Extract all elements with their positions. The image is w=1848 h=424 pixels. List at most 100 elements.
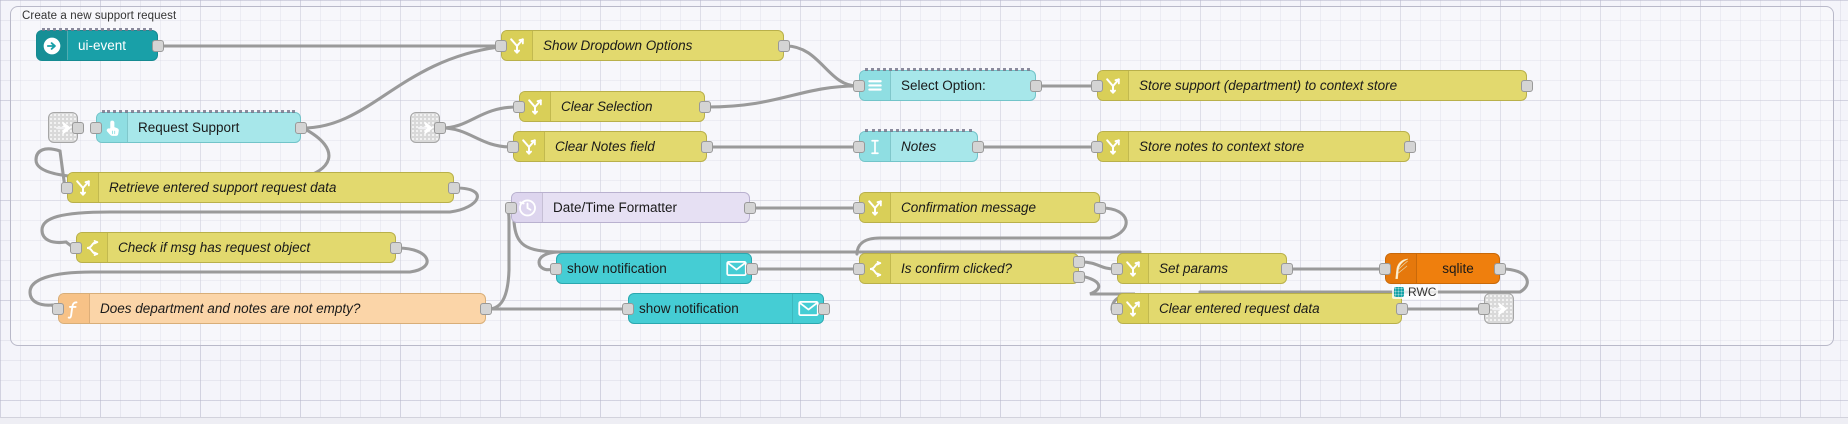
node-retrieve-request[interactable]: Retrieve entered support request data (61, 172, 460, 203)
node-select-option[interactable]: Select Option: (853, 68, 1042, 101)
node-output-port[interactable] (699, 101, 711, 113)
node-input-port[interactable] (70, 242, 82, 254)
node-label-ui-event: ui-event (78, 38, 127, 53)
node-output-port[interactable] (1030, 80, 1042, 92)
node-input-port[interactable] (550, 263, 562, 275)
node-input-port[interactable] (853, 202, 865, 214)
node-show-dropdown[interactable]: Show Dropdown Options (495, 30, 790, 61)
node-output-port[interactable] (1073, 271, 1085, 283)
node-input-port[interactable] (513, 101, 525, 113)
node-output-port[interactable] (295, 122, 307, 134)
node-store-support[interactable]: Store support (department) to context st… (1091, 70, 1533, 101)
node-ui-event[interactable]: ui-event (36, 28, 164, 61)
node-link-in-1[interactable] (48, 112, 84, 143)
node-is-confirm-clicked[interactable]: Is confirm clicked? (853, 253, 1085, 284)
node-input-port[interactable] (505, 202, 517, 214)
node-label-is-confirm-clicked: Is confirm clicked? (901, 261, 1013, 276)
node-input-port[interactable] (1478, 303, 1490, 315)
node-check-msg-request[interactable]: Check if msg has request object (70, 232, 402, 263)
node-show-notification-1[interactable]: show notification (550, 253, 758, 284)
node-output-port[interactable] (390, 242, 402, 254)
node-output-port[interactable] (818, 303, 830, 315)
change-icon (860, 193, 891, 222)
node-label-notes: Notes (901, 139, 937, 154)
node-input-port[interactable] (52, 303, 64, 315)
switch-icon (77, 233, 108, 262)
node-output-port[interactable] (1494, 263, 1506, 275)
node-set-params[interactable]: Set params (1111, 253, 1293, 284)
change-icon (514, 132, 545, 161)
editor-bottom-divider (0, 417, 1848, 424)
node-dept-notes-not-empty[interactable]: Does department and notes are not empty? (52, 293, 492, 324)
node-input-port[interactable] (853, 263, 865, 275)
arrow-right-circle-icon (37, 31, 68, 60)
node-output-port[interactable] (1281, 263, 1293, 275)
node-output-port[interactable] (1396, 303, 1408, 315)
node-label-show-notification-2: show notification (639, 301, 739, 316)
node-status-text: RWC (1408, 285, 1437, 299)
node-input-port[interactable] (853, 141, 865, 153)
button-tap-icon (97, 113, 128, 142)
node-output-port[interactable] (1404, 141, 1416, 153)
node-output-port[interactable] (448, 182, 460, 194)
node-output-port[interactable] (152, 40, 164, 52)
change-icon (1118, 294, 1149, 323)
node-output-port[interactable] (72, 122, 84, 134)
change-icon (520, 92, 551, 121)
node-link-in-2[interactable] (410, 112, 446, 143)
node-output-port[interactable] (1094, 202, 1106, 214)
node-input-port[interactable] (1111, 303, 1123, 315)
feather-icon (1386, 254, 1417, 283)
node-label-datetime-formatter: Date/Time Formatter (553, 200, 678, 215)
text-cursor-icon (860, 132, 891, 161)
node-label-sqlite: sqlite (1442, 261, 1474, 276)
node-show-notification-2[interactable]: show notification (622, 293, 830, 324)
node-label-request-support: Request Support (138, 120, 240, 135)
node-output-port[interactable] (778, 40, 790, 52)
node-link-out-1[interactable] (1478, 293, 1515, 324)
function-f-icon (59, 294, 90, 323)
flow-group-label: Create a new support request (22, 10, 177, 22)
node-input-port[interactable] (853, 80, 865, 92)
node-output-port[interactable] (701, 141, 713, 153)
node-output-port[interactable] (746, 263, 758, 275)
node-input-port[interactable] (1091, 141, 1103, 153)
node-input-port[interactable] (1111, 263, 1123, 275)
node-output-port[interactable] (1521, 80, 1533, 92)
node-label-select-option: Select Option: (901, 78, 986, 93)
node-label-store-support: Store support (department) to context st… (1139, 78, 1398, 93)
node-output-port[interactable] (972, 141, 984, 153)
node-confirmation-message[interactable]: Confirmation message (853, 192, 1106, 223)
clock-icon (512, 193, 543, 222)
node-store-notes[interactable]: Store notes to context store (1091, 131, 1416, 162)
node-label-show-dropdown: Show Dropdown Options (543, 38, 693, 53)
node-clear-selection[interactable]: Clear Selection (513, 91, 711, 122)
node-request-support[interactable]: Request Support (90, 110, 307, 143)
node-output-port[interactable] (744, 202, 756, 214)
node-label-dept-notes-not-empty: Does department and notes are not empty? (100, 301, 361, 316)
node-notes[interactable]: Notes (853, 129, 984, 162)
link-out-icon (1485, 294, 1515, 323)
node-label-retrieve-request: Retrieve entered support request data (109, 180, 337, 195)
node-output-port[interactable] (434, 122, 446, 134)
node-clear-notes-field[interactable]: Clear Notes field (507, 131, 713, 162)
node-sqlite[interactable]: sqlite (1379, 253, 1506, 284)
node-label-clear-selection: Clear Selection (561, 99, 653, 114)
node-clear-entered-data[interactable]: Clear entered request data (1111, 293, 1408, 324)
node-label-clear-notes-field: Clear Notes field (555, 139, 655, 154)
status-dot-icon (1394, 287, 1404, 297)
node-output-port[interactable] (480, 303, 492, 315)
node-input-port[interactable] (1091, 80, 1103, 92)
node-input-port[interactable] (61, 182, 73, 194)
link-in-icon (411, 113, 441, 142)
node-input-port[interactable] (495, 40, 507, 52)
node-label-store-notes: Store notes to context store (1139, 139, 1305, 154)
node-input-port[interactable] (622, 303, 634, 315)
node-input-port[interactable] (1379, 263, 1391, 275)
node-datetime-formatter[interactable]: Date/Time Formatter (505, 192, 756, 223)
node-input-port[interactable] (90, 122, 102, 134)
node-output-port[interactable] (1073, 256, 1085, 268)
node-input-port[interactable] (507, 141, 519, 153)
change-icon (68, 173, 99, 202)
